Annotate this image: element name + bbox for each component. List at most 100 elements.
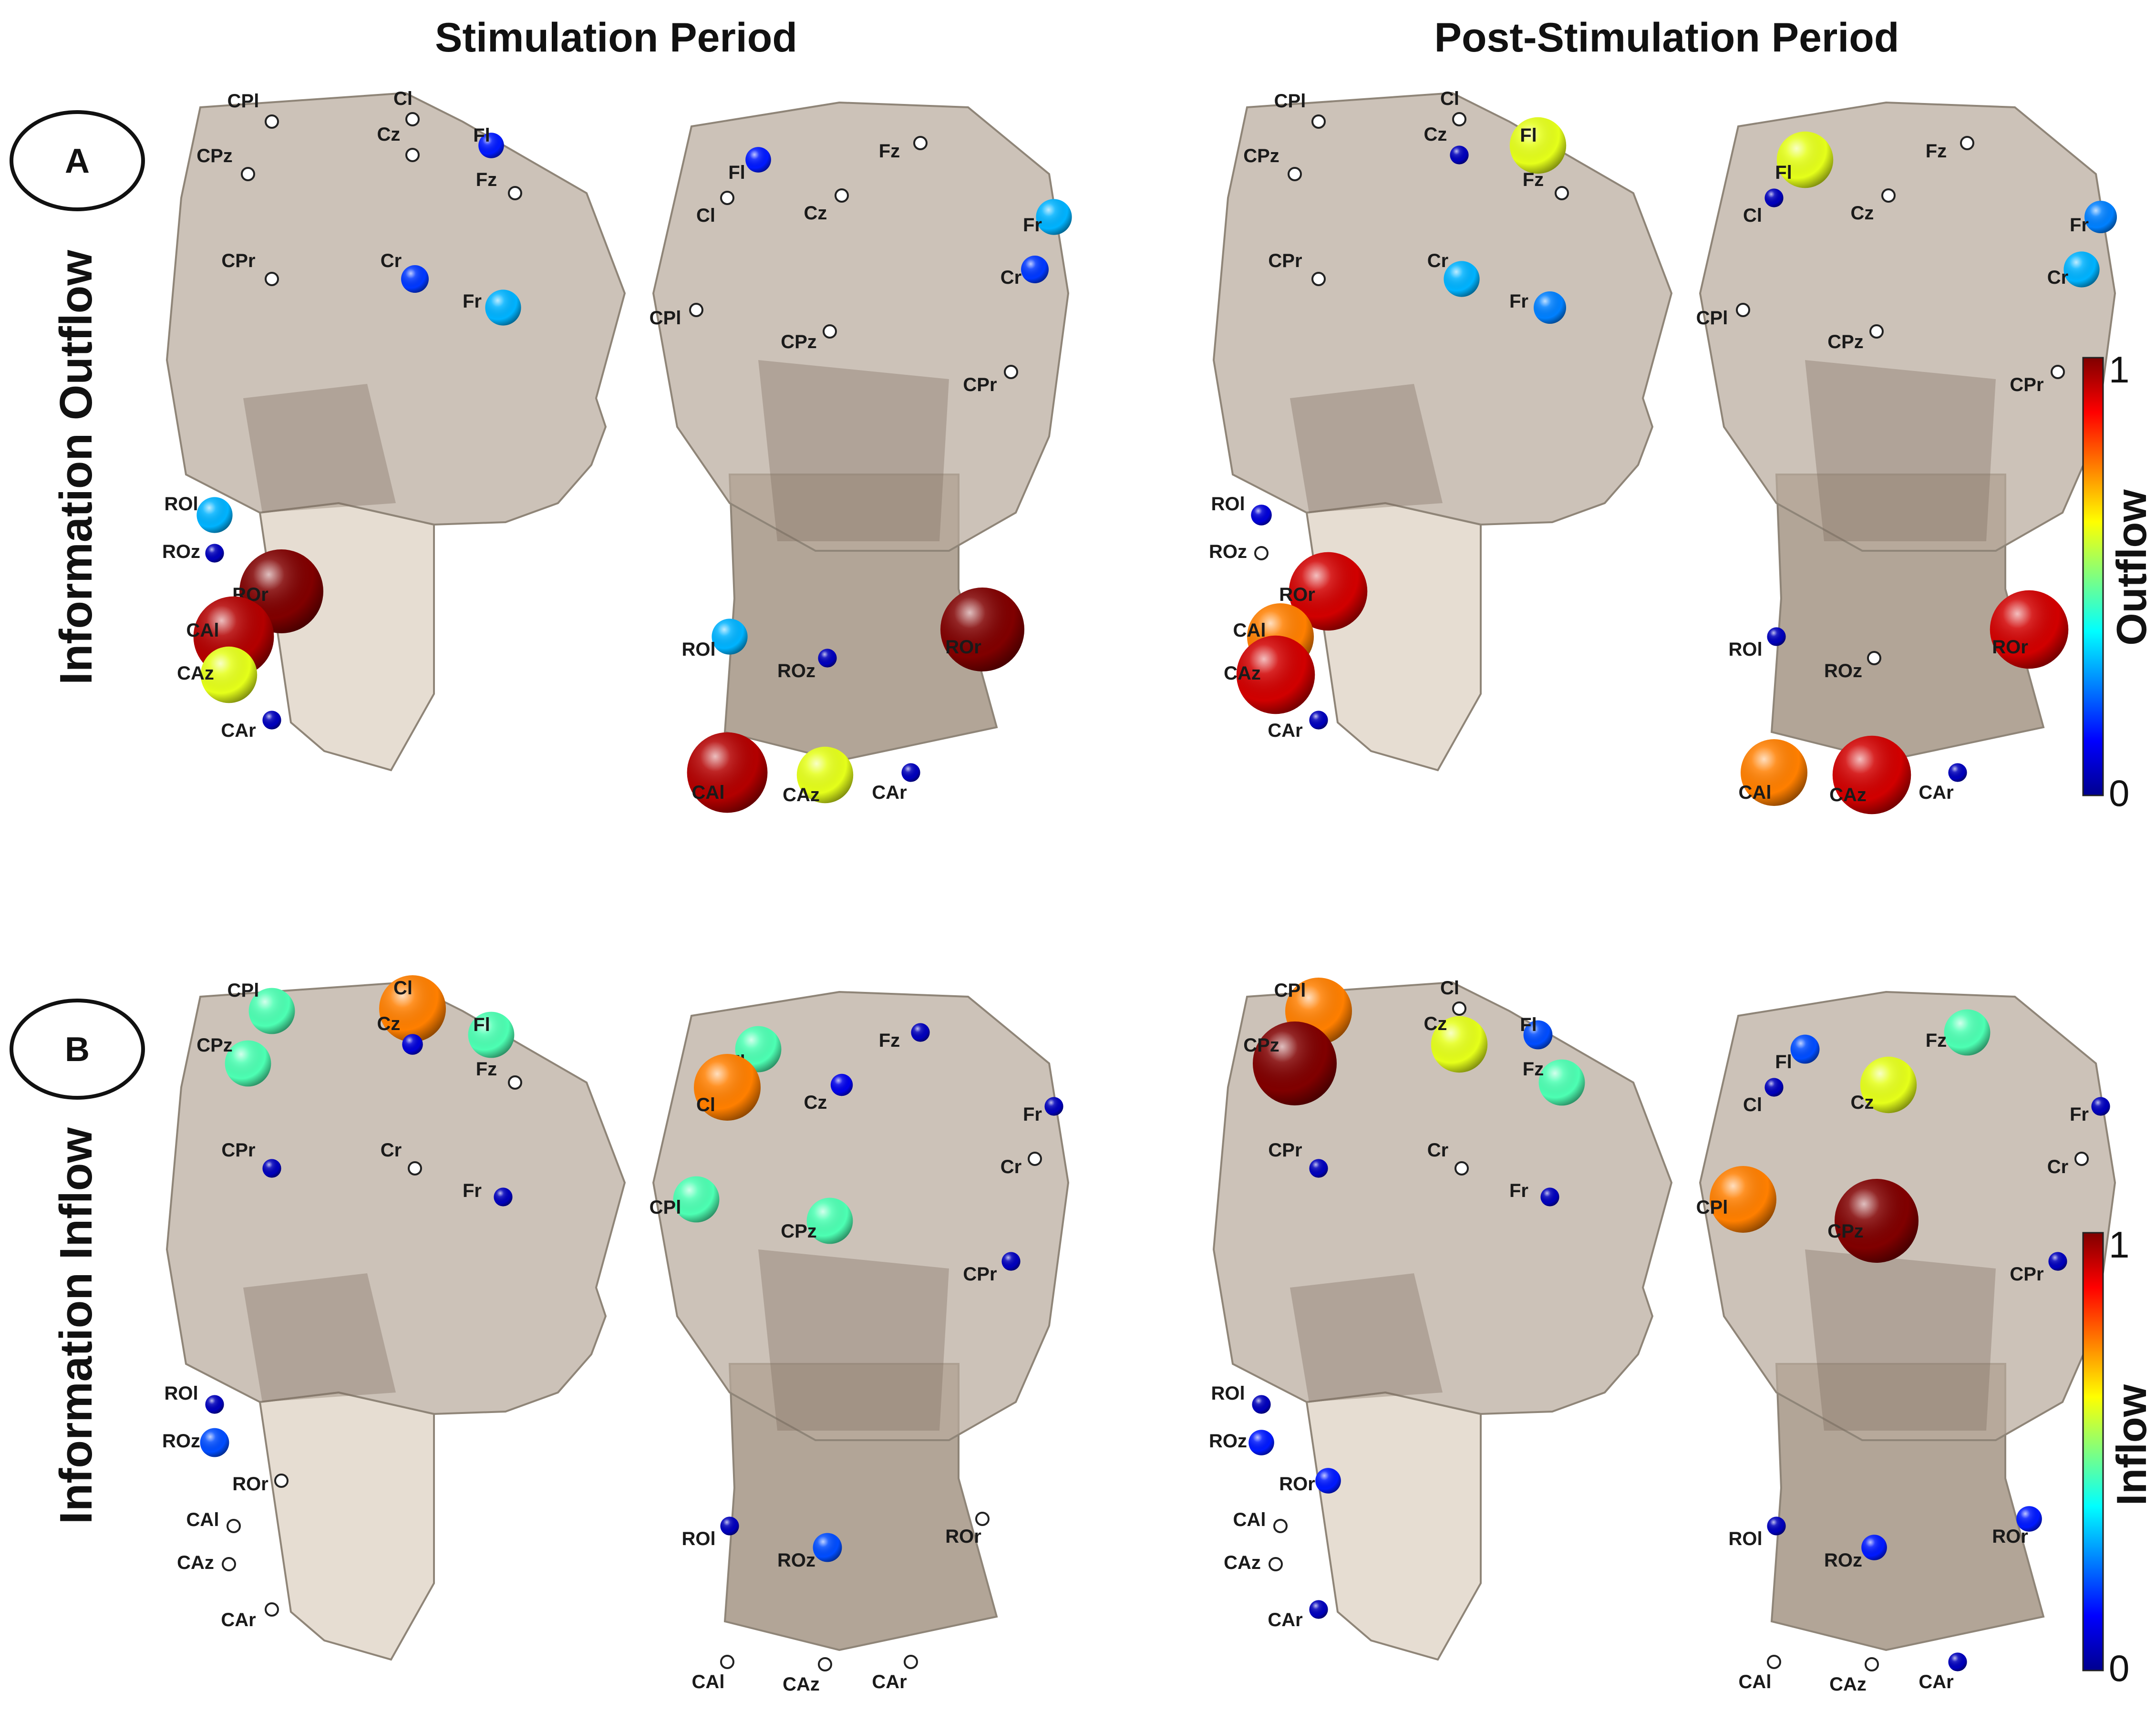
electrode-label: Cr xyxy=(381,250,402,271)
electrode-label: Cl xyxy=(1743,1094,1762,1115)
electrode-marker xyxy=(2051,365,2065,379)
electrode-car: CAr xyxy=(1268,1600,1328,1630)
electrode-marker xyxy=(818,1657,832,1671)
electrode-label: Cz xyxy=(1851,203,1874,224)
electrode-fz: Fz xyxy=(476,169,522,200)
head-b-stim-side-neck xyxy=(258,1391,435,1661)
electrode-fz: Fz xyxy=(1523,1059,1585,1106)
electrode-label: ROz xyxy=(162,541,200,562)
electrode-label: Fl xyxy=(473,1014,490,1035)
electrode-label: CPl xyxy=(1274,980,1306,1001)
head-a-stim-side-neck xyxy=(258,502,435,772)
electrode-sphere-shine xyxy=(1764,188,1784,207)
electrode-cal: CAl xyxy=(1739,739,1807,806)
electrode-car: CAr xyxy=(872,763,920,803)
electrode-sphere-shine xyxy=(2084,201,2117,233)
electrode-marker xyxy=(508,186,522,200)
electrode-ror: ROr xyxy=(940,588,1024,671)
electrode-marker xyxy=(1455,1161,1469,1176)
electrode-cr: Cr xyxy=(2047,1152,2089,1177)
electrode-marker xyxy=(405,148,420,162)
electrode-rol: ROl xyxy=(681,1516,739,1549)
electrode-label: CPr xyxy=(963,1264,997,1285)
electrode-cpz: CPz xyxy=(781,324,837,352)
electrode-sphere-shine xyxy=(1523,1020,1553,1050)
electrode-sphere-shine xyxy=(1251,505,1272,526)
electrode-fz: Fz xyxy=(879,136,928,162)
electrode-sphere-shine xyxy=(687,732,768,813)
electrode-sphere-shine xyxy=(1764,1078,1784,1097)
electrode-label: ROl xyxy=(681,639,715,660)
row-title-inflow: Information Inflow xyxy=(51,1127,102,1524)
electrode-sphere-shine xyxy=(468,1011,515,1058)
electrode-label: CAz xyxy=(177,1552,214,1573)
head-a-stim-back-facet xyxy=(758,360,949,541)
head-b-post-side-neck xyxy=(1305,1391,1482,1661)
electrode-ror: ROr xyxy=(1990,590,2069,669)
electrode-sphere-shine xyxy=(401,265,429,293)
electrode-sphere-shine xyxy=(262,711,281,730)
electrode-marker xyxy=(1311,114,1326,129)
electrode-cpl: CPl xyxy=(227,91,279,129)
electrode-cpl: CPl xyxy=(1274,91,1326,129)
electrode-marker xyxy=(222,1557,236,1571)
electrode-marker xyxy=(1736,303,1750,317)
electrode-sphere-shine xyxy=(1315,1468,1341,1494)
electrode-cal: CAl xyxy=(692,1655,734,1692)
electrode-label: CPl xyxy=(1696,308,1728,329)
electrode-label: Cl xyxy=(696,205,715,226)
electrode-label: CAr xyxy=(1919,782,1953,803)
electrode-label: Fr xyxy=(463,1180,482,1201)
electrode-label: Cl xyxy=(696,1094,715,1115)
electrode-sphere-shine xyxy=(1021,256,1049,283)
electrode-label: CPl xyxy=(1274,91,1306,112)
electrode-cl: Cl xyxy=(379,975,446,1042)
electrode-marker xyxy=(227,1519,241,1533)
panel-letter-a: A xyxy=(10,110,145,211)
electrode-cr: Cr xyxy=(2047,251,2100,288)
electrode-sphere-shine xyxy=(205,544,224,563)
electrode-label: CAz xyxy=(1224,663,1261,684)
electrode-cpr: CPr xyxy=(963,1252,1021,1285)
electrode-label: ROz xyxy=(777,1550,815,1571)
electrode-cr: Cr xyxy=(1427,1140,1469,1176)
electrode-label: Fz xyxy=(879,141,900,162)
electrode-fr: Fr xyxy=(2070,1097,2110,1125)
electrode-cz: Cz xyxy=(1424,124,1469,165)
electrode-label: ROr xyxy=(1992,1526,2028,1547)
electrode-label: CPz xyxy=(196,145,233,166)
electrode-label: Cr xyxy=(381,1140,402,1161)
row-title-outflow: Information Outflow xyxy=(51,250,102,685)
electrode-cz: Cz xyxy=(377,124,420,162)
electrode-car: CAr xyxy=(872,1655,918,1692)
electrode-cpz: CPz xyxy=(196,145,255,181)
electrode-sphere-shine xyxy=(1540,1187,1559,1207)
electrode-sphere-shine xyxy=(830,1073,853,1096)
electrode-label: ROl xyxy=(1728,1528,1762,1549)
electrode-sphere-shine xyxy=(1767,1516,1786,1536)
electrode-sphere-shine xyxy=(379,975,446,1042)
colorbar-inflow-max: 1 xyxy=(2109,1224,2129,1266)
electrode-label: Cr xyxy=(2047,1156,2068,1177)
electrode-label: CPl xyxy=(650,308,681,329)
electrode-marker xyxy=(1452,112,1466,126)
electrode-label: ROz xyxy=(1209,1431,1247,1452)
electrode-label: ROr xyxy=(1279,584,1315,605)
electrode-label: Cz xyxy=(1851,1092,1874,1113)
colorbar-outflow-label: Outflow xyxy=(2108,489,2155,646)
electrode-label: CAl xyxy=(1233,620,1266,641)
electrode-caz: CAz xyxy=(783,1657,832,1695)
electrode-cl: Cl xyxy=(1440,88,1466,126)
electrode-label: Fz xyxy=(1523,169,1544,190)
electrode-sphere-shine xyxy=(200,1428,229,1457)
electrode-marker xyxy=(1960,136,1974,150)
electrode-sphere-shine xyxy=(1861,1535,1887,1560)
electrode-label: CAl xyxy=(1233,1509,1266,1530)
electrode-label: Cl xyxy=(1440,88,1459,109)
svg-text:B: B xyxy=(65,1031,90,1069)
electrode-cl: Cl xyxy=(393,88,420,126)
electrode-sphere-shine xyxy=(1538,1059,1585,1106)
electrode-rol: ROl xyxy=(1728,1516,1786,1549)
